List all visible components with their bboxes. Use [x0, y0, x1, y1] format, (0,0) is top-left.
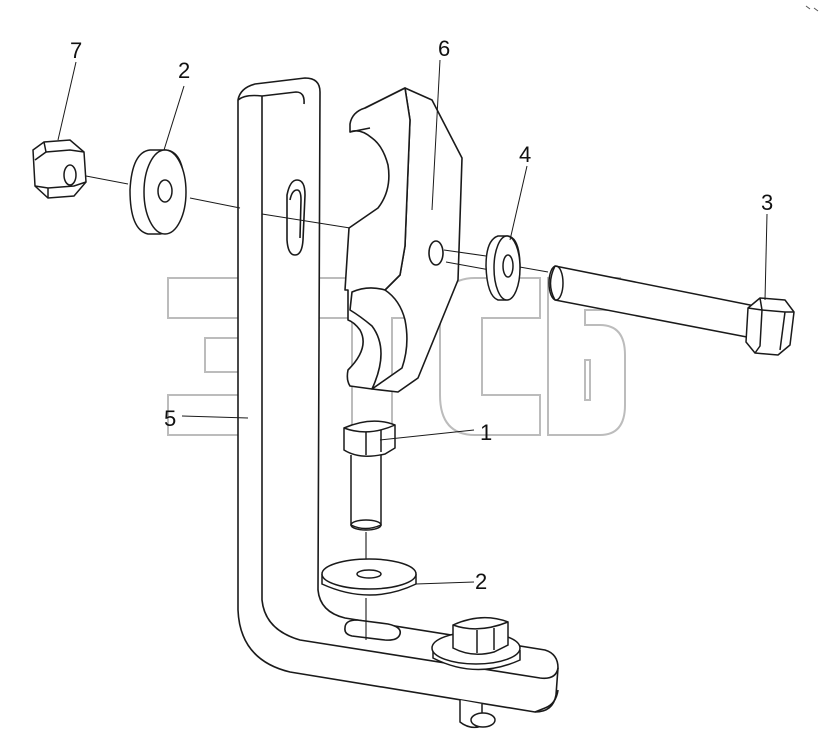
- callout-3: 3: [761, 190, 773, 215]
- nut-part-7: [32, 139, 87, 199]
- callout-7: 7: [70, 38, 82, 63]
- bracket-part-5: [237, 77, 559, 713]
- callout-4: 4: [519, 142, 531, 167]
- clamp-jaw-part-6: [344, 87, 463, 393]
- foot-bolt-with-washer: [431, 616, 521, 671]
- washer-part-2-bottom: [321, 558, 417, 596]
- washer-part-2-top: [129, 149, 187, 235]
- bolt-part-1: [343, 420, 396, 531]
- corner-mark: [805, 5, 819, 12]
- washer-part-4: [485, 235, 521, 301]
- assembly-axis-lines: [85, 175, 549, 640]
- stud-under-foot: [459, 700, 496, 729]
- callout-5: 5: [164, 406, 176, 431]
- callout-2-top: 2: [178, 58, 190, 83]
- bolt-part-3: [548, 265, 795, 356]
- callout-1: 1: [480, 420, 492, 445]
- leader-lines: [57, 59, 768, 585]
- callout-6: 6: [438, 36, 450, 61]
- callout-2-bottom: 2: [475, 569, 487, 594]
